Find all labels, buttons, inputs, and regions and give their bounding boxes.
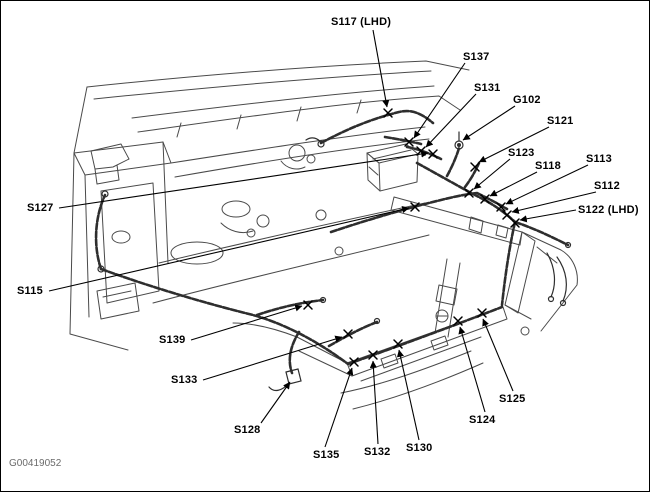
callout-s125: S125 bbox=[499, 393, 526, 405]
splice-s139-mark bbox=[303, 300, 313, 310]
leader-s118 bbox=[489, 171, 538, 197]
leader-s135 bbox=[324, 367, 354, 448]
splice-s117-mark bbox=[383, 108, 393, 118]
splice-s113-mark bbox=[496, 202, 506, 212]
splice-s118-mark bbox=[480, 194, 490, 204]
splice-s123-mark bbox=[464, 188, 474, 198]
callout-s113: S113 bbox=[586, 153, 612, 165]
splice-s137-mark bbox=[404, 137, 414, 147]
leader-s117 bbox=[372, 29, 390, 108]
leader-s124 bbox=[458, 326, 486, 413]
leader-s130 bbox=[396, 349, 420, 441]
leader-g102 bbox=[462, 105, 516, 141]
leader-s128 bbox=[260, 381, 291, 424]
leader-lines bbox=[48, 29, 597, 448]
callout-s118: S118 bbox=[535, 160, 561, 172]
splice-s125-mark bbox=[477, 308, 487, 318]
vehicle-line-art bbox=[69, 60, 578, 410]
leader-s131 bbox=[425, 93, 477, 148]
connectors bbox=[97, 131, 572, 392]
callout-s128: S128 bbox=[234, 424, 261, 436]
leader-s113 bbox=[505, 164, 589, 205]
callout-g102: G102 bbox=[513, 94, 541, 106]
callout-s121: S121 bbox=[547, 115, 574, 127]
splice-marks bbox=[303, 108, 520, 367]
callout-s133: S133 bbox=[171, 374, 198, 386]
leader-s115 bbox=[48, 206, 410, 292]
callout-s122-lhd: S122 (LHD) bbox=[578, 204, 639, 216]
splice-s133-mark bbox=[343, 329, 353, 339]
splice-s130-mark bbox=[393, 339, 403, 349]
leader-s137 bbox=[413, 62, 466, 139]
ground-g102-symbol bbox=[454, 131, 464, 150]
leader-s125 bbox=[482, 318, 514, 392]
leader-s123 bbox=[473, 158, 511, 190]
callout-s112: S112 bbox=[594, 180, 620, 192]
callout-s130: S130 bbox=[406, 442, 433, 454]
splice-s127-mark bbox=[428, 149, 438, 159]
splice-s132-mark bbox=[368, 350, 378, 360]
leader-s122 bbox=[519, 209, 577, 223]
callout-s137: S137 bbox=[463, 51, 490, 63]
splice-s112-mark bbox=[502, 210, 512, 220]
callout-s123: S123 bbox=[508, 147, 535, 159]
callout-s117-lhd: S117 (LHD) bbox=[331, 16, 392, 28]
splice-s124-mark bbox=[453, 316, 463, 326]
splice-s121-mark bbox=[470, 162, 480, 172]
leader-s121 bbox=[478, 126, 550, 163]
leader-s127 bbox=[58, 150, 429, 209]
callout-s135: S135 bbox=[313, 449, 340, 461]
splice-s135-mark bbox=[349, 357, 359, 367]
leader-s133 bbox=[202, 335, 343, 381]
callout-s131: S131 bbox=[474, 82, 501, 94]
callout-s139: S139 bbox=[159, 334, 186, 346]
splice-s115-mark bbox=[410, 202, 420, 212]
callout-s132: S132 bbox=[364, 446, 391, 458]
callout-s124: S124 bbox=[469, 414, 496, 426]
splice-s122-mark bbox=[510, 218, 520, 228]
leader-s112 bbox=[511, 191, 597, 214]
leader-s132 bbox=[369, 360, 379, 445]
leader-s139 bbox=[190, 304, 303, 341]
callout-s127: S127 bbox=[27, 202, 54, 214]
figure-id: G00419052 bbox=[9, 458, 62, 469]
callout-s115: S115 bbox=[17, 285, 43, 297]
